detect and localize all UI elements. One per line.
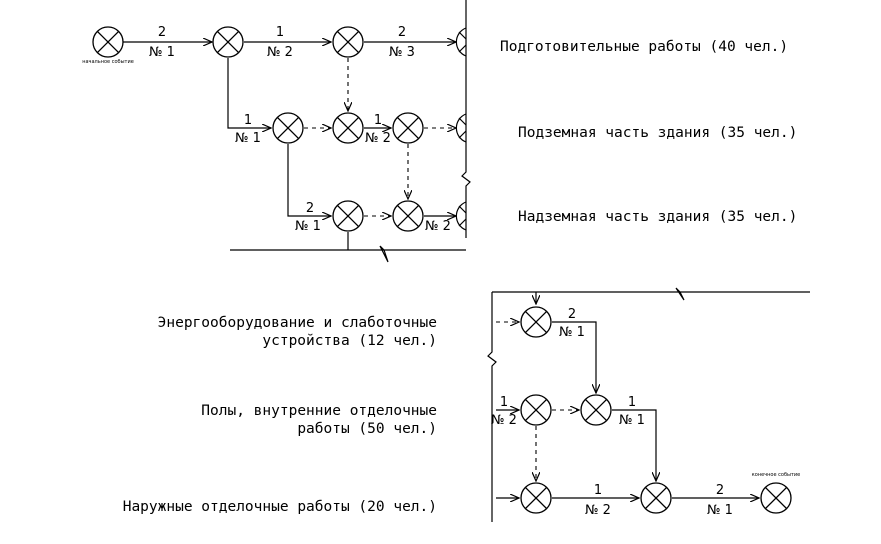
boundary-line (230, 245, 466, 263)
stage-description: Наружные отделочные работы (20 чел.) (123, 499, 437, 515)
stage-description: Полы, внутренние отделочные (201, 403, 437, 419)
arrow-label: № 2 (267, 45, 293, 60)
arrow-duration: 1 (594, 483, 602, 498)
arrow-label: № 1 (295, 219, 321, 234)
start-event-node (92, 26, 124, 58)
event-node (580, 394, 612, 426)
event-node (520, 306, 552, 338)
event-node (392, 200, 424, 232)
stage-description: устройства (12 чел.) (262, 333, 437, 349)
arrow-duration: 1 (244, 113, 252, 128)
arrow-duration: 1 (374, 113, 382, 128)
arrow-line (612, 409, 656, 481)
partial-node (458, 44, 467, 53)
stage-description: Подземная часть здания (35 чел.) (518, 125, 797, 141)
arrow-label: № 1 (235, 131, 261, 146)
arrow-line (227, 58, 271, 128)
partial-node (455, 113, 467, 143)
arrow-duration: 1 (628, 395, 636, 410)
event-node (212, 26, 244, 58)
event-node (332, 112, 364, 144)
arrow-duration: 1 (500, 395, 508, 410)
boundary-line (461, 0, 471, 238)
end-event-node (760, 482, 792, 514)
stage-description: работы (50 чел.) (297, 421, 437, 437)
stage-description: Энергооборудование и слаботочные (158, 315, 437, 331)
arrow-label: № 1 (707, 503, 733, 518)
arrow-label: № 3 (389, 45, 415, 60)
arrow-label: № 1 (559, 325, 585, 340)
start-event-label: начальное событие (82, 59, 134, 65)
event-node (272, 112, 304, 144)
event-node (332, 200, 364, 232)
arrow-line (552, 321, 596, 393)
partial-node (458, 117, 467, 126)
partial-node (455, 201, 467, 231)
partial-node (458, 218, 467, 227)
arrow-label: № 1 (619, 413, 645, 428)
stage-description: Надземная часть здания (35 чел.) (518, 209, 797, 225)
arrow-line (287, 144, 331, 216)
bottom-network: конечное событие 2 № 1 1 № 2 1 № 1 1 № 2… (123, 287, 810, 522)
end-event-label: конечное событие (752, 472, 800, 478)
arrow-label: № 1 (149, 45, 175, 60)
event-node (520, 394, 552, 426)
stage-description: Подготовительные работы (40 чел.) (500, 39, 788, 55)
event-node (640, 482, 672, 514)
arrow-label: № 2 (585, 503, 611, 518)
event-node (520, 482, 552, 514)
boundary-line (487, 292, 497, 522)
partial-node (458, 205, 467, 214)
arrow-duration: 2 (306, 201, 314, 216)
top-network: начальное событие 2 № 1 1 № 2 2 № 3 1 № … (82, 0, 797, 263)
arrow-label: № 2 (365, 131, 391, 146)
arrow-duration: 1 (276, 25, 284, 40)
partial-node (458, 130, 467, 139)
arrow-label: № 2 (425, 219, 451, 234)
event-node (332, 26, 364, 58)
arrow-duration: 2 (398, 25, 406, 40)
partial-node (455, 27, 467, 57)
arrow-duration: 2 (716, 483, 724, 498)
event-node (392, 112, 424, 144)
arrow-duration: 2 (568, 307, 576, 322)
arrow-duration: 2 (158, 25, 166, 40)
arrow-label: № 2 (491, 413, 517, 428)
partial-node (458, 31, 467, 40)
boundary-line (492, 287, 810, 301)
